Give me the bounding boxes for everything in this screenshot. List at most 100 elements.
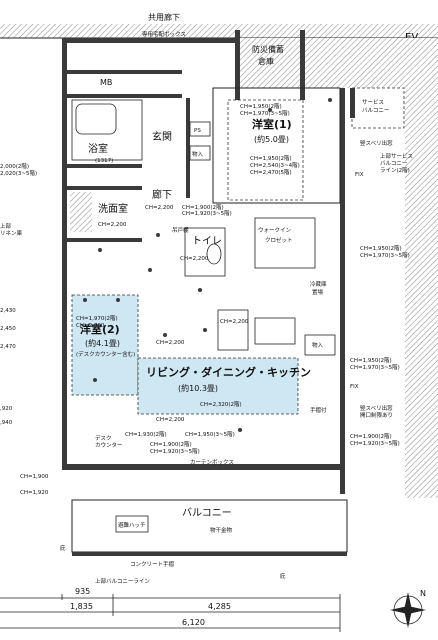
bedroom-1-ch3: CH=1,950(2階)	[250, 154, 292, 162]
right-annotations: CH=1,950(2階) CH=1,970(3~5階) CH=1,950(2階)…	[350, 244, 410, 447]
ch-balc-b: CH=1,920	[20, 490, 49, 496]
washroom: 洗面室 CH=2,200	[62, 186, 142, 242]
upper-linen-2: リネン庫	[0, 229, 23, 237]
ch-left2b: 2,450	[0, 326, 16, 332]
desk-label-2: カウンター	[95, 441, 123, 449]
delivery-box-label: 専用宅配ボックス	[142, 30, 186, 38]
ch-kitchen: CH=2,200	[220, 319, 249, 325]
ch-right3b: CH=1,920(3~5階)	[350, 439, 400, 447]
niwa-left: 庇	[60, 544, 66, 552]
fridge-label-2: 置場	[312, 288, 324, 296]
vertical-grill-1: 竪スベリ出窓	[360, 139, 393, 147]
toilet-label: トイレ	[192, 236, 222, 247]
entrance-label: 玄関	[152, 130, 172, 143]
ch-wash: CH=2,200	[98, 222, 127, 228]
service-balcony2: 上部サービス	[380, 152, 413, 160]
fix-2: FIX	[350, 384, 359, 390]
service-balcony-label-1: サービス	[362, 98, 384, 106]
ch-right2a: CH=1,950(2階)	[350, 356, 392, 364]
bedroom-1-ch4: CH=2,540(3~4階)	[250, 161, 300, 169]
bedroom-1-ch2: CH=1,970(3~5階)	[240, 109, 290, 117]
ch-left2a: 2,430	[0, 308, 16, 314]
ch-right2b: CH=1,970(3~5階)	[350, 363, 400, 371]
lower-annotations: デスク カウンター カーテンボックス CH=1,930(2階) CH=1,950…	[95, 430, 235, 466]
hall-label: 廊下	[152, 188, 172, 201]
upper-linen-1: 上部	[0, 222, 12, 230]
storage-label-2: 倉庫	[258, 56, 274, 66]
ch-left3b: ,940	[0, 420, 13, 426]
handrail-label: 手摺付	[310, 406, 327, 414]
toilet-shelf: 吊戸棚	[172, 226, 189, 234]
storage-room-label: 物入	[312, 341, 324, 349]
mb-room: MB	[100, 78, 112, 87]
bedroom-1-label: 洋室(1)	[252, 117, 292, 131]
bedroom-1-size: (約5.0畳)	[254, 134, 289, 144]
left-annotations: 2,000(2階) 2,020(3~5階) 上部 リネン庫 2,430 2,45…	[0, 162, 49, 496]
vertical-grill-2: 竪スベリ出窓	[360, 404, 393, 412]
ch-right1b: CH=1,970(3~5階)	[360, 251, 410, 259]
ch-ldk: CH=2,200	[156, 340, 185, 346]
compass-n: N	[420, 589, 426, 598]
drying-rack-label: 物干金物	[210, 526, 233, 534]
ch-bottom2a: CH=1,900(2階)	[150, 440, 192, 448]
ps-label-1: PS	[194, 128, 201, 134]
walkin-label-2: クロゼット	[265, 236, 293, 244]
ldk-size: (約10.3畳)	[178, 383, 218, 393]
ch-hall2b: CH=1,920(3~5階)	[182, 209, 232, 217]
desk-label-1: デスク	[95, 434, 112, 442]
service-balcony2-b: バルコニー	[380, 160, 407, 167]
ch-right3a: CH=1,900(2階)	[350, 432, 392, 440]
corridor-label: 共用廊下	[148, 12, 180, 22]
storage-label-1: 防災備蓄	[252, 44, 284, 54]
ch-right1a: CH=1,950(2階)	[360, 244, 402, 252]
toilet: トイレ 吊戸棚 CH=2,200	[172, 226, 226, 277]
storage-area: 防災備蓄 倉庫	[240, 38, 438, 498]
ch-ldk2a: CH=2,320(2階)	[200, 400, 242, 408]
walkin-label-1: ウォークイン	[258, 226, 292, 234]
service-balcony: サービス バルコニー 竪スベリ出窓 上部サービス バルコニー ライン(2階) F…	[351, 87, 413, 178]
balcony-label: バルコニー	[182, 507, 232, 519]
ch-ldk3: CH=2,200	[156, 417, 185, 423]
dimension-4: 6,120	[182, 618, 205, 627]
dimension-1: 935	[75, 587, 90, 596]
dimension-3: 4,285	[208, 602, 231, 611]
service-balcony-label-2: バルコニー	[362, 107, 389, 114]
ch-bottom1b: CH=1,950(3~5階)	[185, 430, 235, 438]
upper-balcony-line: 上部バルコニーライン	[95, 577, 150, 585]
bath-size: (1317)	[95, 158, 113, 164]
ev-label: EV	[405, 32, 418, 43]
light-fixtures	[83, 98, 332, 432]
bedroom-2: 洋室(2) (約4.1畳) (デスクカウンター含む) CH=1,970(2階) …	[71, 294, 139, 396]
bedroom-1-ch: CH=1,950(2階)	[240, 102, 282, 110]
mb-label: MB	[100, 78, 112, 87]
ch-left3a: ,920	[0, 406, 13, 412]
fix-1: FIX	[355, 172, 364, 178]
ch-hall: CH=2,200	[145, 205, 174, 211]
ch-balc-a: CH=1,900	[20, 474, 49, 480]
ch-bottom2b: CH=1,920(3~5階)	[150, 447, 200, 455]
hallway: 廊下 CH=2,200 CH=1,900(2階) CH=1,920(3~5階)	[145, 188, 232, 217]
hatch-label: 避難ハッチ	[118, 521, 146, 529]
ldk: リビング・ダイニング・キッチン (約10.3畳) CH=2,200 CH=2,3…	[137, 309, 336, 423]
curtain-box-label: カーテンボックス	[190, 458, 234, 466]
bedroom-2-size: (約4.1畳)	[85, 338, 120, 348]
bedroom-2-label: 洋室(2)	[80, 322, 120, 336]
ch-b2a: CH=1,970(2階)	[76, 314, 118, 322]
concrete-rail: コンクリート手摺	[130, 560, 175, 568]
compass-icon: N	[390, 589, 426, 628]
bath-label: 浴室	[88, 142, 108, 155]
shoes-label: 物入	[192, 150, 204, 158]
ch-b2b: CH=2,000	[76, 323, 105, 329]
bath: 浴室 (1317)	[62, 99, 143, 168]
ch-bottom1a: CH=1,930(2階)	[125, 430, 167, 438]
dimension-2: 1,835	[70, 602, 93, 611]
niwa-right: 庇	[280, 572, 286, 580]
service-balcony2-c: ライン(2階)	[380, 166, 410, 174]
entrance: 玄関 PS 物入	[152, 98, 211, 198]
ch-left1b: 2,020(3~5階)	[0, 169, 37, 177]
ch-toilet: CH=2,200	[180, 256, 209, 262]
ldk-label: リビング・ダイニング・キッチン	[146, 365, 311, 379]
ch-hall2a: CH=1,900(2階)	[182, 203, 224, 211]
washroom-label: 洗面室	[98, 202, 128, 215]
